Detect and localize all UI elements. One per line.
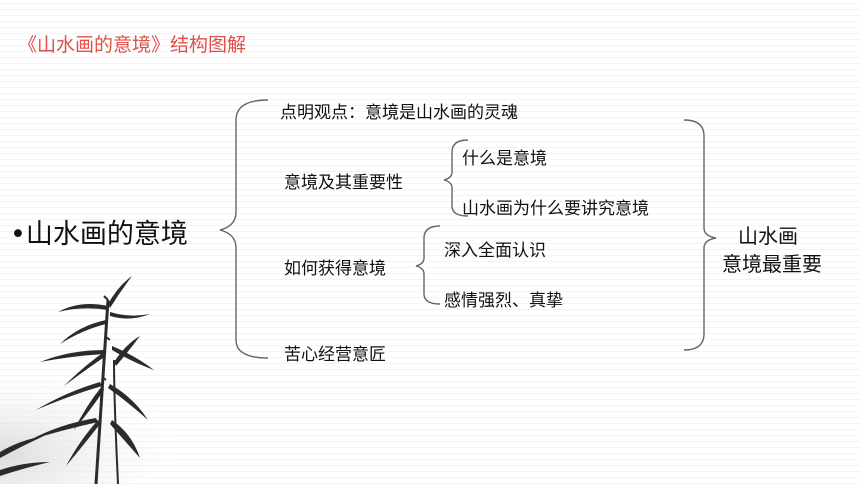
conclusion-line-2: 意境最重要 xyxy=(722,252,822,276)
node-effort: 苦心经营意匠 xyxy=(284,345,386,365)
slide-title: 《山水画的意境》结构图解 xyxy=(18,34,247,56)
node-sincere-feeling: 感情强烈、真挚 xyxy=(444,291,563,311)
conclusion-line-1: 山水画 xyxy=(738,224,798,248)
node-what-is-yijing: 什么是意境 xyxy=(462,149,547,169)
node-point: 点明观点：意境是山水画的灵魂 xyxy=(280,103,518,123)
importance-bracket xyxy=(443,139,469,217)
bamboo-leaves xyxy=(0,276,154,476)
node-why-yijing: 山水画为什么要讲究意境 xyxy=(462,199,649,219)
main-topic: •山水画的意境 xyxy=(10,219,188,250)
main-bracket xyxy=(219,99,269,359)
conclusion-bracket xyxy=(683,119,717,351)
node-deep-understanding: 深入全面认识 xyxy=(444,241,546,261)
how-bracket xyxy=(415,225,441,305)
node-importance: 意境及其重要性 xyxy=(284,173,403,193)
node-how-to-obtain: 如何获得意境 xyxy=(284,259,386,279)
